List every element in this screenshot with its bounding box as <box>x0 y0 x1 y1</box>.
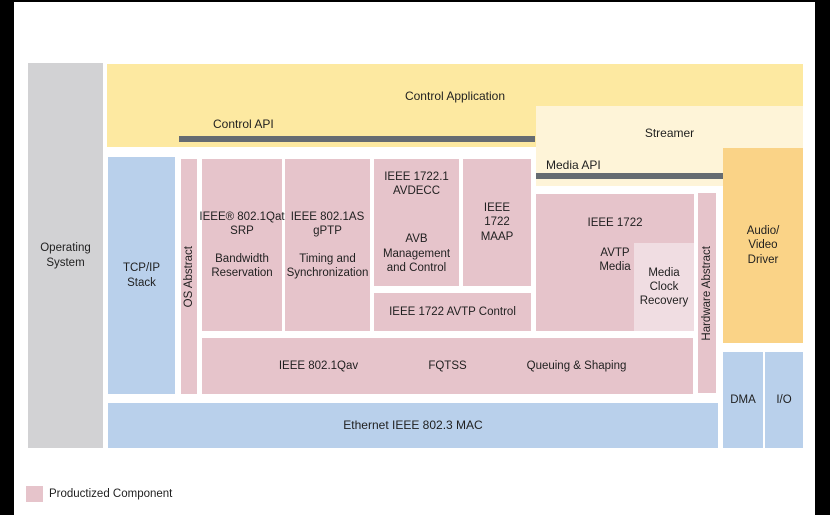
control-application-label: Control Application <box>404 89 506 103</box>
frame-left-border <box>0 0 14 515</box>
block-avtp-control: IEEE 1722 AVTP Control <box>374 293 531 331</box>
avdecc-subtitle: AVB Management and Control <box>382 233 451 274</box>
media-api-label: Media API <box>546 158 601 172</box>
control-api-label: Control API <box>213 117 274 131</box>
audio-video-driver-label: Audio/ Video Driver <box>746 225 780 266</box>
operating-system-label: Operating System <box>40 242 91 269</box>
block-srp: IEEE® 802.1Qat SRP Bandwidth Reservation <box>199 159 285 331</box>
dma-label: DMA <box>730 393 756 406</box>
block-maap: IEEE 1722 MAAP <box>463 159 531 286</box>
block-gptp: IEEE 802.1AS gPTP Timing and Synchroniza… <box>285 159 370 331</box>
frame-top-border <box>0 0 830 2</box>
control-api-bar <box>179 136 535 142</box>
block-avdecc: IEEE 1722.1 AVDECC AVB Management and Co… <box>374 159 459 286</box>
gptp-title: IEEE 802.1AS gPTP <box>290 211 365 238</box>
legend: Productized Component <box>26 486 172 502</box>
gptp-subtitle: Timing and Synchronization <box>286 252 369 279</box>
block-audio-video-driver: Audio/ Video Driver <box>723 148 803 343</box>
avtp-media-title: IEEE 1722 <box>587 217 643 229</box>
block-qav-fqtss: IEEE 802.1Qav FQTSS Queuing & Shaping <box>202 338 693 394</box>
avtp-media-subtitle: AVTP Media <box>599 247 631 274</box>
tcpip-stack-label: TCP/IP Stack <box>122 262 161 289</box>
media-clock-recovery-label: Media Clock Recovery <box>639 266 689 307</box>
os-abstract-label: OS Abstract <box>182 245 195 308</box>
maap-label: IEEE 1722 MAAP <box>480 202 514 243</box>
legend-productized-label: Productized Component <box>49 487 173 500</box>
queuing-shaping-label: Queuing & Shaping <box>526 359 627 372</box>
block-io: I/O <box>765 352 803 448</box>
block-ethernet-mac: Ethernet IEEE 802.3 MAC <box>108 403 718 448</box>
block-media-clock-recovery: Media Clock Recovery <box>634 243 694 331</box>
fqtss-label: FQTSS <box>428 359 467 372</box>
streamer-label: Streamer <box>644 126 695 140</box>
srp-title: IEEE® 802.1Qat SRP <box>199 211 285 238</box>
avtp-control-label: IEEE 1722 AVTP Control <box>389 305 516 318</box>
block-os-abstract: OS Abstract <box>181 159 197 394</box>
block-tcpip-stack: TCP/IP Stack <box>108 157 175 394</box>
legend-productized-swatch <box>26 486 43 502</box>
qav-label: IEEE 802.1Qav <box>278 359 359 372</box>
block-hardware-abstract: Hardware Abstract <box>698 193 716 393</box>
media-api-bar <box>536 173 723 179</box>
hardware-abstract-label: Hardware Abstract <box>700 245 713 341</box>
ethernet-mac-label: Ethernet IEEE 802.3 MAC <box>343 418 483 433</box>
block-dma: DMA <box>723 352 763 448</box>
avdecc-title: IEEE 1722.1 AVDECC <box>384 171 449 198</box>
frame-right-border <box>815 0 830 515</box>
io-label: I/O <box>776 393 792 406</box>
srp-subtitle: Bandwidth Reservation <box>211 252 273 279</box>
block-operating-system: Operating System <box>28 63 103 448</box>
